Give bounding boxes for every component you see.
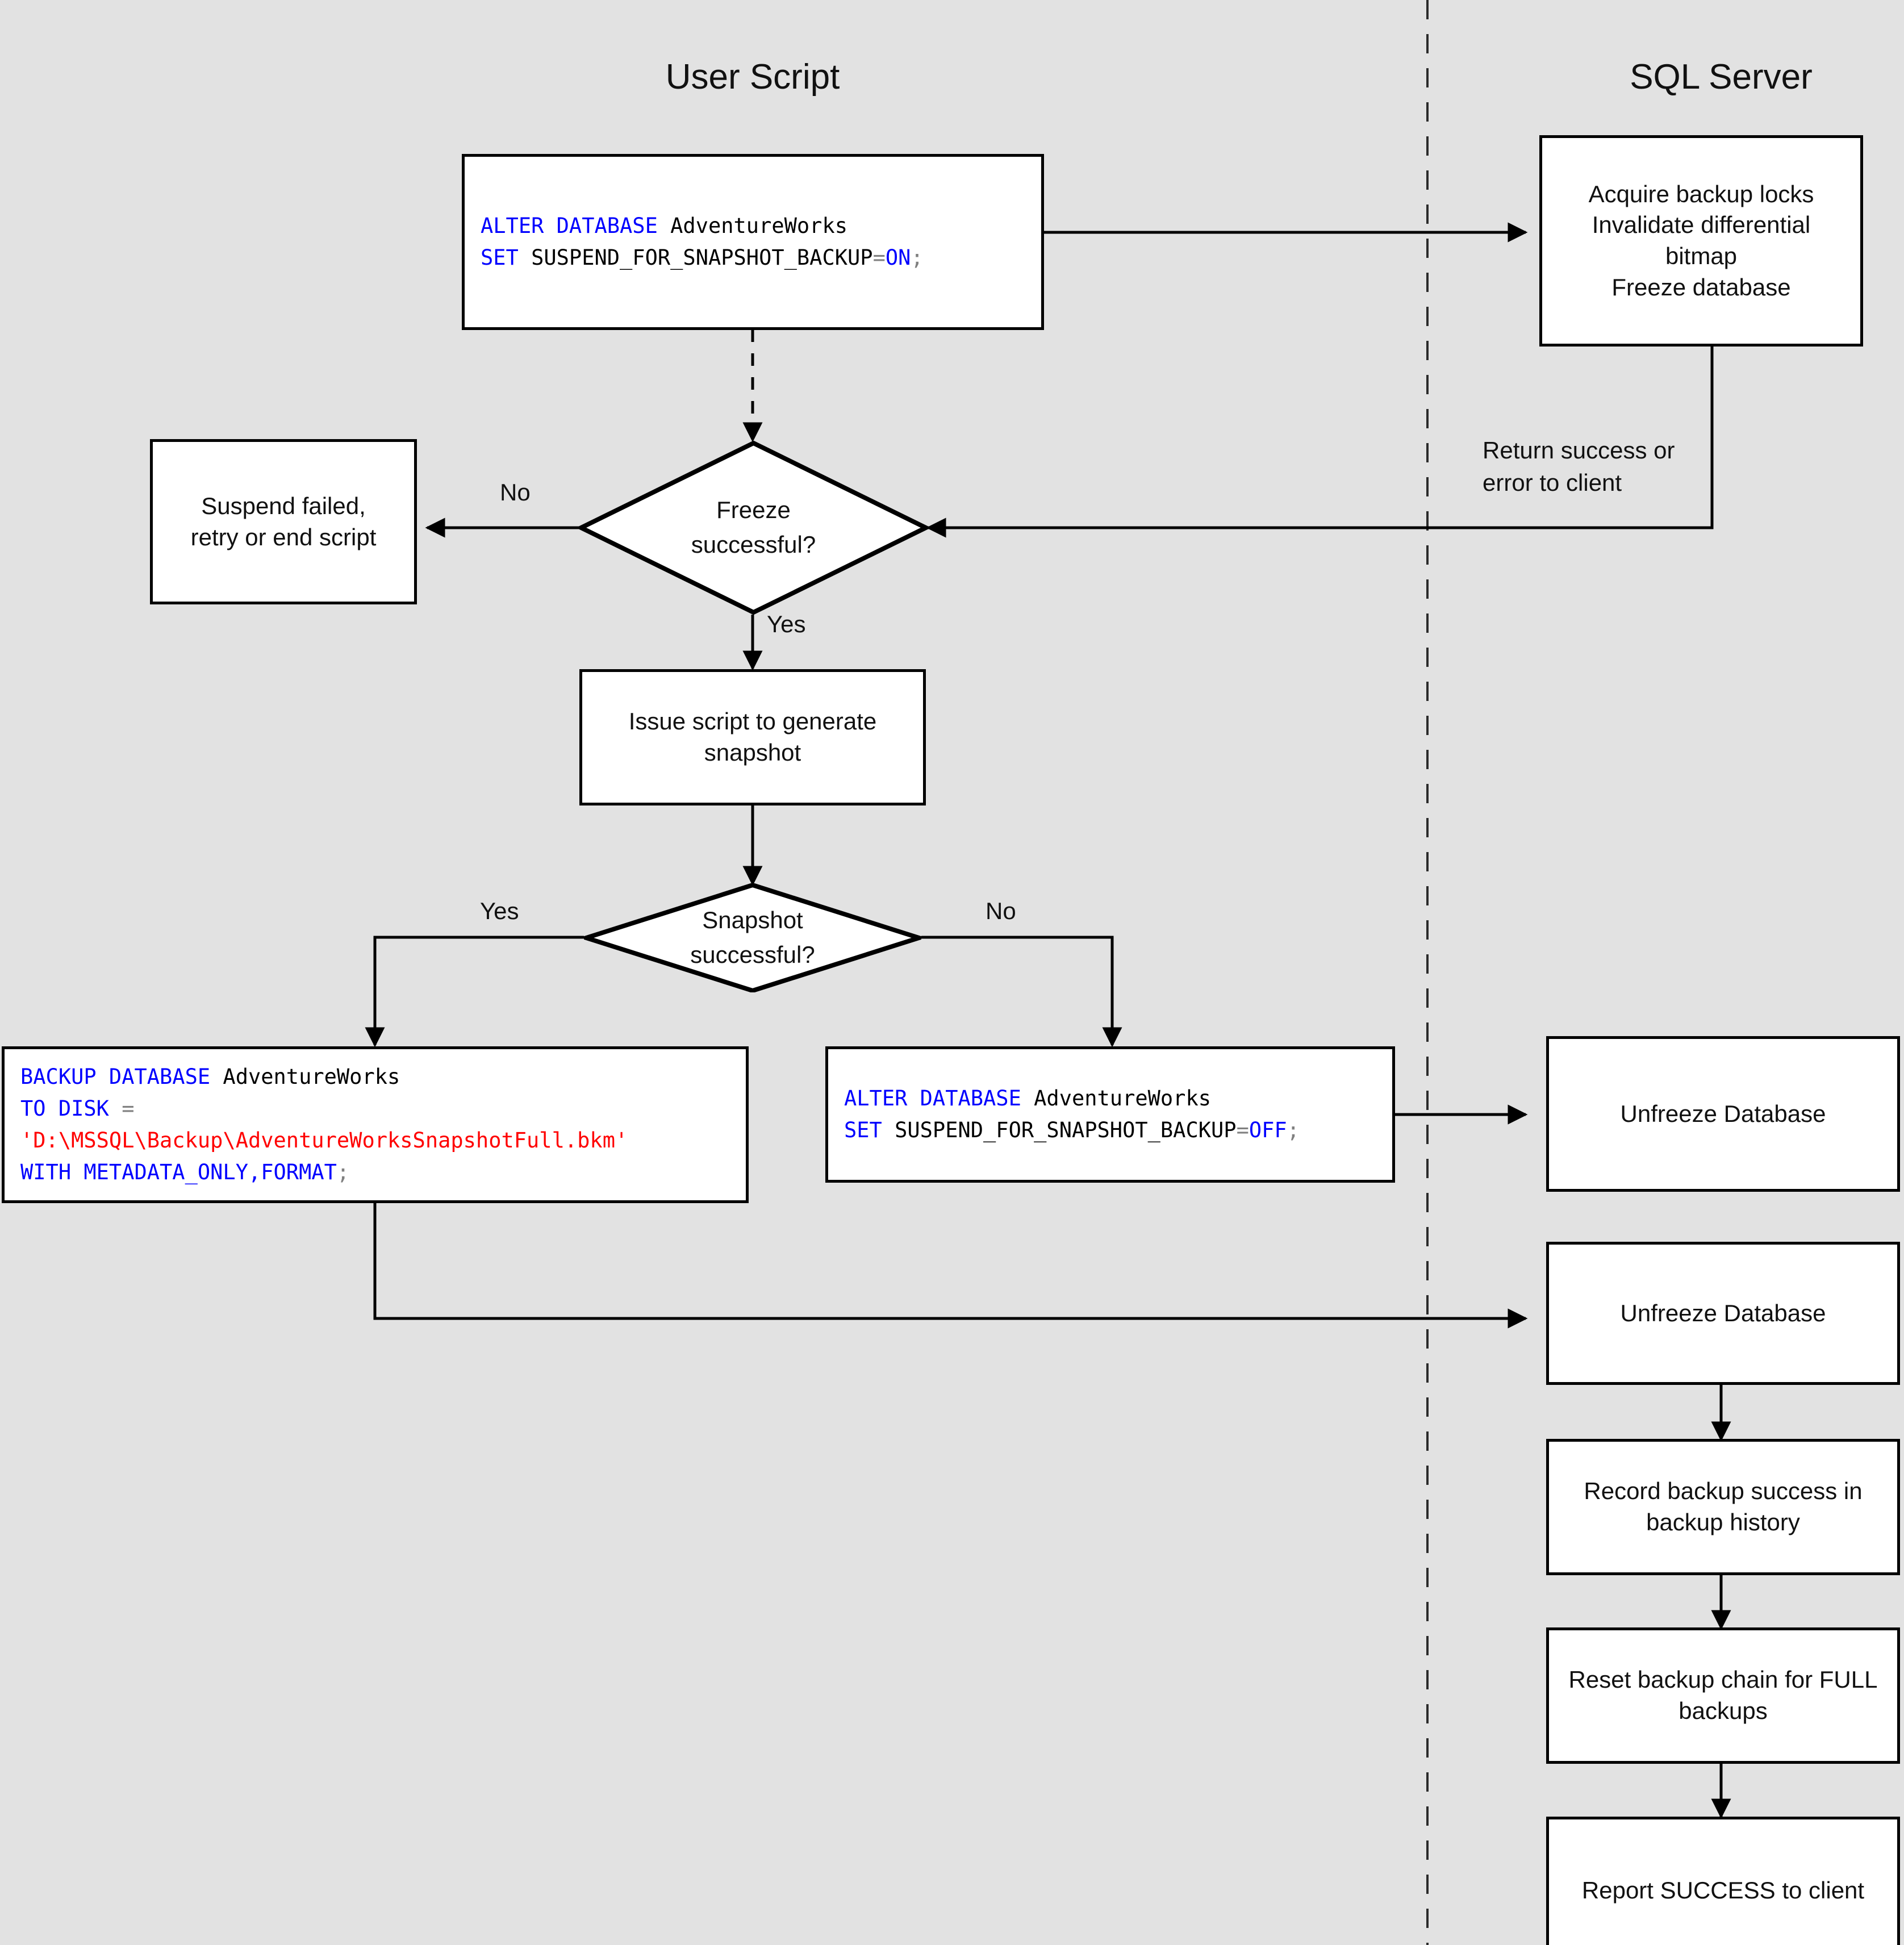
node-alter-database-on[interactable]: ALTER DATABASE AdventureWorks SET SUSPEN… bbox=[462, 154, 1044, 330]
edge-label-snapshot-no: No bbox=[986, 898, 1016, 924]
node-report-success-to-client[interactable]: Report SUCCESS to client bbox=[1546, 1817, 1900, 1945]
node-freeze-successful-label: Freeze successful? bbox=[691, 496, 816, 558]
code-backup-database: BACKUP DATABASE AdventureWorks TO DISK =… bbox=[20, 1064, 628, 1185]
node-unfreeze-database-2[interactable]: Unfreeze Database bbox=[1546, 1242, 1900, 1385]
edge-snapshot-no-to-alter-off bbox=[921, 936, 1122, 1047]
node-suspend-failed[interactable]: Suspend failed, retry or end script bbox=[150, 439, 417, 604]
node-alter-database-off[interactable]: ALTER DATABASE AdventureWorks SET SUSPEN… bbox=[825, 1046, 1395, 1183]
node-report-success-to-client-label: Report SUCCESS to client bbox=[1581, 1876, 1865, 1904]
edge-label-freeze-yes: Yes bbox=[767, 611, 806, 637]
node-freeze-successful-decision[interactable]: Freeze successful? bbox=[579, 441, 928, 615]
node-reset-backup-chain[interactable]: Reset backup chain for FULL backups bbox=[1546, 1627, 1900, 1764]
edge-backup-to-unfreeze-2 bbox=[373, 1203, 1528, 1329]
edge-snapshot-yes-to-backup bbox=[365, 936, 584, 1047]
node-acquire-backup-locks[interactable]: Acquire backup locks Invalidate differen… bbox=[1539, 135, 1863, 347]
node-unfreeze-database-1-label: Unfreeze Database bbox=[1620, 1100, 1826, 1127]
node-record-backup-success-label: Record backup success in backup history bbox=[1584, 1477, 1863, 1535]
node-unfreeze-database-2-label: Unfreeze Database bbox=[1620, 1299, 1826, 1326]
code-alter-on: ALTER DATABASE AdventureWorks SET SUSPEN… bbox=[481, 213, 924, 270]
edge-label-freeze-no: No bbox=[500, 479, 531, 506]
node-record-backup-success[interactable]: Record backup success in backup history bbox=[1546, 1439, 1900, 1575]
node-acquire-backup-locks-label: Acquire backup locks Invalidate differen… bbox=[1588, 180, 1814, 300]
node-unfreeze-database-1[interactable]: Unfreeze Database bbox=[1546, 1036, 1900, 1192]
edge-label-snapshot-yes: Yes bbox=[480, 898, 519, 924]
node-issue-script-label: Issue script to generate snapshot bbox=[628, 708, 877, 766]
node-suspend-failed-label: Suspend failed, retry or end script bbox=[190, 492, 377, 550]
swimlane-title-user-script: User Script bbox=[665, 57, 840, 97]
node-snapshot-successful-label: Snapshot successful? bbox=[690, 907, 815, 968]
node-reset-backup-chain-label: Reset backup chain for FULL backups bbox=[1568, 1666, 1878, 1724]
node-issue-script[interactable]: Issue script to generate snapshot bbox=[579, 669, 926, 805]
swimlane-title-sql-server: SQL Server bbox=[1630, 57, 1813, 97]
edge-label-return-success-or-error: Return success or error to client bbox=[1483, 437, 1675, 496]
node-snapshot-successful-decision[interactable]: Snapshot successful? bbox=[584, 883, 921, 992]
node-backup-database[interactable]: BACKUP DATABASE AdventureWorks TO DISK =… bbox=[2, 1046, 749, 1203]
code-alter-off: ALTER DATABASE AdventureWorks SET SUSPEN… bbox=[844, 1086, 1300, 1142]
